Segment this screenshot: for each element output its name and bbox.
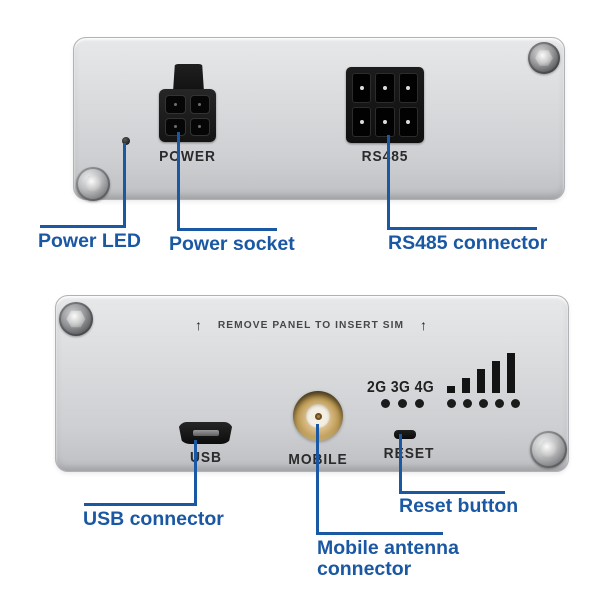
power-socket-latch [173,64,204,92]
hex-socket-icon [535,50,553,66]
sim-notice: ↑ REMOVE PANEL TO INSERT SIM ↑ [151,316,471,334]
power-led-icon [122,137,130,145]
power-socket [159,89,216,142]
torx-screw-icon [59,302,93,336]
rs485-pin-hole [398,107,418,137]
hex-socket-icon [66,310,86,328]
signal-bar [447,386,455,393]
led-dot-icon [398,399,407,408]
led-dot-icon [479,399,488,408]
sma-pin-icon [314,412,322,420]
power-pin-hole [189,117,210,136]
callout-line-power-led [40,225,126,228]
rs485-pin-hole [398,73,418,103]
led-dot-icon [415,399,424,408]
led-dot-icon [463,399,472,408]
power-pin-hole [165,95,186,114]
rs485-pin-hole [352,107,372,137]
callout-line-power-socket [177,132,180,231]
rs485-pin-hole [352,73,372,103]
led-dot-icon [447,399,456,408]
usb-port [178,422,233,444]
rs485-silkscreen-label: RS485 [361,148,409,165]
rs485-callout-label: RS485 connector [388,232,548,254]
hex-socket-icon [538,440,559,459]
torx-screw-icon [530,431,567,468]
torx-screw-icon [76,167,110,201]
callout-line-rs485 [387,135,390,230]
callout-line-rs485 [387,227,537,230]
led-dot-icon [511,399,520,408]
front-panel-antenna-side: ↑ REMOVE PANEL TO INSERT SIM ↑ USB MOBIL… [55,295,569,472]
signal-bar [462,378,470,393]
rs485-pin-hole [375,107,395,137]
signal-strength-bars-icon [447,353,518,393]
power-pin-hole [165,117,186,136]
callout-line-power-led [123,143,126,228]
led-dot-icon [495,399,504,408]
callout-line-mobile-antenna [316,532,443,535]
reset-silkscreen-label: RESET [383,445,435,462]
callout-line-usb [84,503,197,506]
signal-bar [492,361,500,393]
power-socket-callout-label: Power socket [169,233,295,255]
callout-line-usb [194,440,197,506]
rs485-connector [346,67,424,143]
sim-notice-text: REMOVE PANEL TO INSERT SIM [217,319,405,331]
usb-port-tongue [192,430,219,436]
callout-line-reset [399,434,402,494]
up-arrow-icon: ↑ [195,317,203,333]
reset-callout-label: Reset button [399,495,519,517]
hex-socket-icon [83,175,103,193]
up-arrow-icon: ↑ [419,317,427,333]
network-led-dots-icon [381,399,424,408]
callout-line-power-socket [177,228,277,231]
led-dot-icon [381,399,390,408]
mobile-antenna-callout-label: Mobile antenna connector [317,538,459,580]
power-led-callout-label: Power LED [38,230,141,252]
network-mode-silkscreen-label: 2G 3G 4G [367,379,435,396]
usb-silkscreen-label: USB [190,449,222,466]
signal-led-dots-icon [447,399,520,408]
signal-bar [477,369,485,393]
usb-callout-label: USB connector [83,508,224,530]
signal-bar [507,353,515,393]
reset-button [394,430,416,439]
mobile-antenna-callout-line2: connector [317,558,412,580]
power-silkscreen-label: POWER [159,148,216,165]
mobile-antenna-callout-line1: Mobile antenna [317,537,459,559]
torx-screw-icon [528,42,560,74]
front-panel-power-side: POWER RS485 [73,37,565,201]
rs485-pin-hole [375,73,395,103]
power-pin-hole [189,95,210,114]
callout-line-mobile-antenna [316,424,319,535]
callout-line-reset [399,491,505,494]
